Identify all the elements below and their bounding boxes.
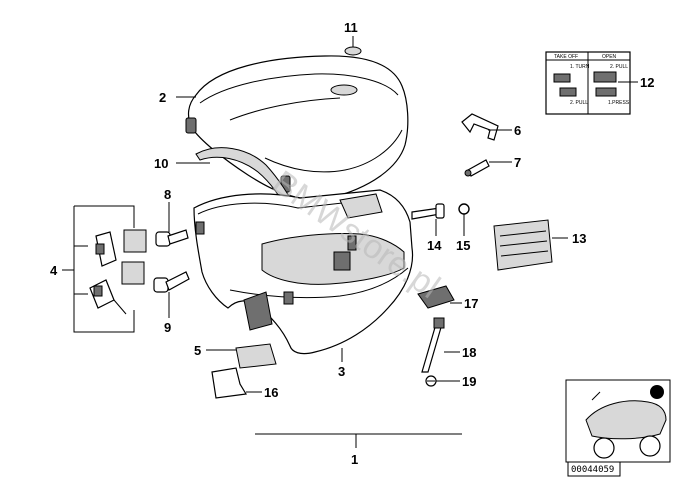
callout-2: 2 bbox=[159, 90, 166, 105]
pin-part-7 bbox=[464, 159, 490, 177]
callout-18: 18 bbox=[462, 345, 476, 360]
callout-6: 6 bbox=[514, 123, 521, 138]
callout-15: 15 bbox=[456, 238, 470, 253]
callout-10: 10 bbox=[154, 156, 168, 171]
callout-1: 1 bbox=[351, 452, 358, 467]
label-step-press: 1.PRESS bbox=[608, 100, 630, 106]
callout-14: 14 bbox=[427, 238, 442, 253]
bolt-part-14 bbox=[411, 203, 445, 220]
catalog-number: 00044059 bbox=[571, 465, 614, 475]
clip-part-6 bbox=[461, 113, 499, 141]
case-body-part-3 bbox=[193, 189, 414, 355]
emblem-part-11 bbox=[344, 46, 362, 56]
callout-7: 7 bbox=[514, 155, 521, 170]
callout-16: 16 bbox=[264, 385, 278, 400]
pad-part-5 bbox=[235, 343, 277, 369]
label-step-turn: 1. TURN bbox=[570, 64, 590, 70]
motorcycle-thumbnail: 00044059 bbox=[565, 379, 671, 477]
screw-part-19 bbox=[425, 375, 437, 387]
bracket-part-16 bbox=[211, 367, 247, 399]
callout-numbers: 1 2 3 4 5 6 7 8 9 10 11 12 13 14 15 16 1… bbox=[50, 20, 654, 467]
callout-19: 19 bbox=[462, 374, 476, 389]
callout-4: 4 bbox=[50, 263, 58, 278]
leader-lines bbox=[62, 36, 638, 448]
callout-13: 13 bbox=[572, 231, 586, 246]
ring-part-15 bbox=[458, 203, 470, 215]
bolt-part-8 bbox=[155, 229, 189, 247]
callout-3: 3 bbox=[338, 364, 345, 379]
callout-12: 12 bbox=[640, 75, 654, 90]
callout-11: 11 bbox=[344, 20, 358, 35]
lock-set-part-4 bbox=[73, 205, 147, 333]
label-step-pull-right: 2. PULL bbox=[610, 64, 628, 70]
label-step-pull-left: 2. PULL bbox=[570, 100, 588, 106]
strap-part-18 bbox=[421, 317, 445, 373]
callout-8: 8 bbox=[164, 187, 171, 202]
pad-part-17 bbox=[417, 285, 455, 309]
instruction-label-part-12: TAKE OFF OPEN 1. TURN 2. PULL 2. PULL 1.… bbox=[545, 51, 631, 115]
bolt-part-9 bbox=[153, 271, 190, 293]
label-open: OPEN bbox=[602, 54, 617, 60]
label-take-off: TAKE OFF bbox=[554, 54, 578, 60]
reflector-part-13 bbox=[493, 219, 553, 271]
callout-17: 17 bbox=[464, 296, 478, 311]
callout-9: 9 bbox=[164, 320, 171, 335]
callout-5: 5 bbox=[194, 343, 201, 358]
